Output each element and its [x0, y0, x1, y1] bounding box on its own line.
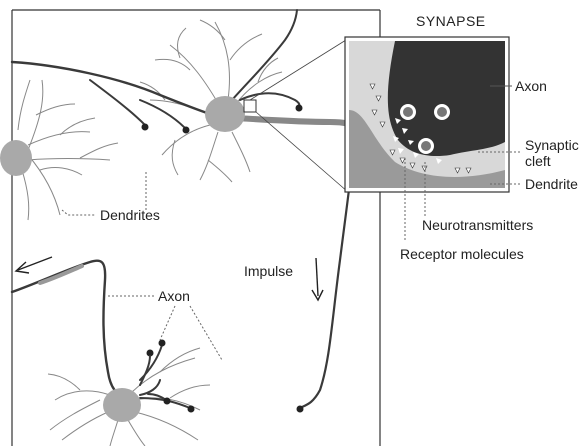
axon-inset-label: Axon — [515, 78, 547, 94]
dendrites-leader-left — [62, 210, 96, 215]
axon-label: Axon — [158, 288, 190, 304]
dendrites-label: Dendrites — [100, 207, 160, 223]
synaptic-cleft-label-line2: cleft — [525, 153, 551, 169]
axon-leader-diag-left — [160, 306, 175, 340]
impulse-label: Impulse — [244, 263, 293, 279]
neuron-top-dendrites — [140, 20, 282, 182]
neuron-left — [0, 80, 118, 220]
neuron-top — [12, 10, 356, 413]
synaptic-cleft-label-line1: Synaptic — [525, 137, 579, 153]
receptor-molecules-label: Receptor molecules — [400, 246, 524, 262]
axon-leader-diag-right — [190, 306, 222, 360]
neurotransmitters-label: Neurotransmitters — [422, 217, 533, 233]
synapse-inset — [345, 37, 509, 192]
synapse-title: SYNAPSE — [416, 13, 486, 29]
dendrite-inset-label: Dendrite — [525, 176, 578, 192]
